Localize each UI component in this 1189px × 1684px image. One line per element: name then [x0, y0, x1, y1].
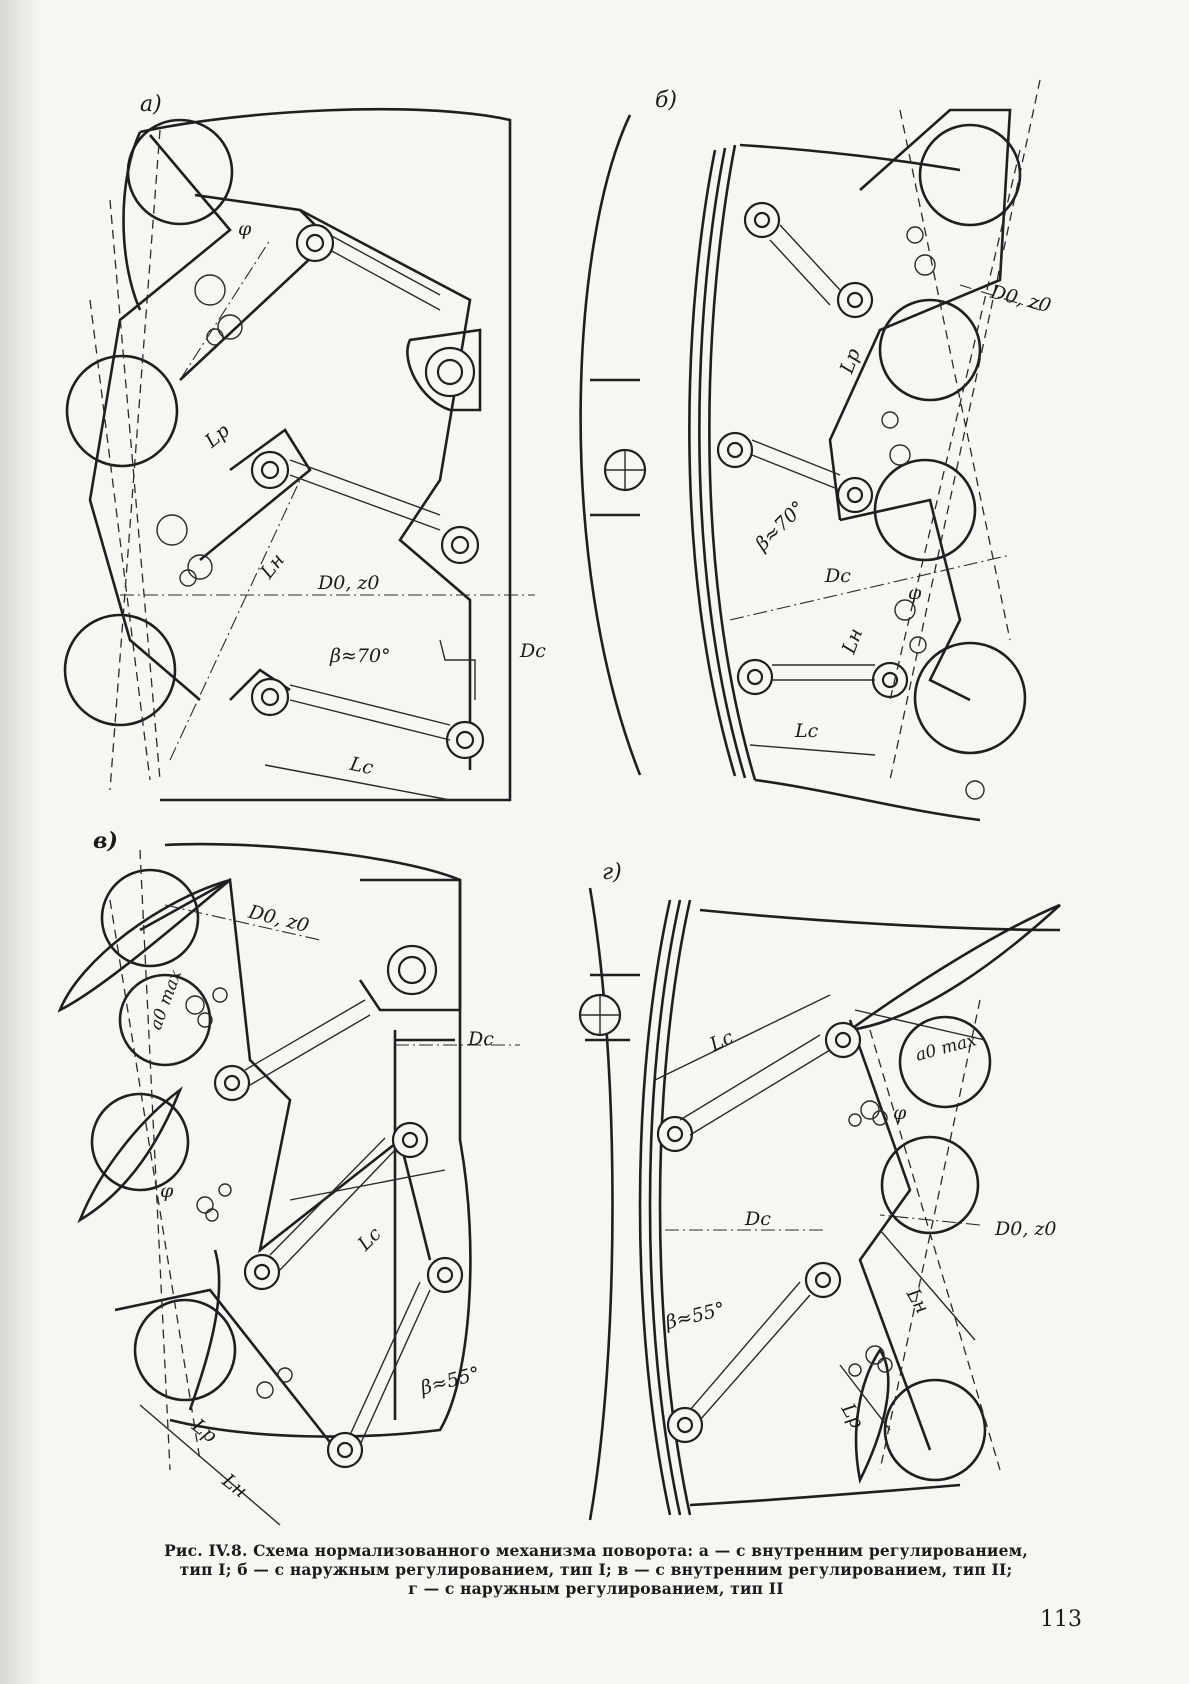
- panel-a-dim-dc: Dс: [520, 640, 546, 662]
- panel-g-label: г): [602, 860, 622, 885]
- panel-v-dim-dc: Dс: [468, 1028, 494, 1050]
- panel-b-dim-lc: Lс: [795, 720, 819, 742]
- panel-b-label: б): [655, 88, 678, 113]
- panel-a-dim-d0z0: D0, z0: [318, 572, 380, 594]
- panel-a-label: а): [140, 92, 162, 117]
- panel-v-dim-phi: φ: [160, 1180, 174, 1202]
- panel-g-dim-dc: Dс: [745, 1208, 771, 1230]
- panel-a-dim-phi: φ: [238, 218, 252, 240]
- panel-v-label: в): [93, 828, 118, 854]
- panel-b-dim-phi: φ: [908, 582, 922, 604]
- page-number: 113: [1040, 1607, 1082, 1632]
- caption-line-2: тип I; б — с наружным регулированием, ти…: [179, 1560, 1013, 1579]
- figure-caption: Рис. IV.8. Схема нормализованного механи…: [96, 1541, 1096, 1598]
- scan-edge-shadow: [0, 0, 40, 1684]
- panel-v-drawing: [57, 842, 520, 1526]
- panel-b-drawing: [579, 79, 1041, 822]
- panel-a-dim-beta: β≈70°: [330, 645, 391, 667]
- caption-line-1: Рис. IV.8. Схема нормализованного механи…: [164, 1541, 1028, 1560]
- caption-line-3: г — с наружным регулированием, тип II: [408, 1579, 784, 1598]
- panel-a-drawing: [63, 107, 535, 802]
- panel-g-drawing: [578, 887, 1061, 1521]
- panel-b-dim-dc: Dс: [825, 565, 851, 587]
- panel-g-dim-d0z0: D0, z0: [995, 1218, 1057, 1240]
- panel-a-dim-lc: Lс: [347, 752, 376, 780]
- panel-g-dim-phi: φ: [893, 1102, 907, 1124]
